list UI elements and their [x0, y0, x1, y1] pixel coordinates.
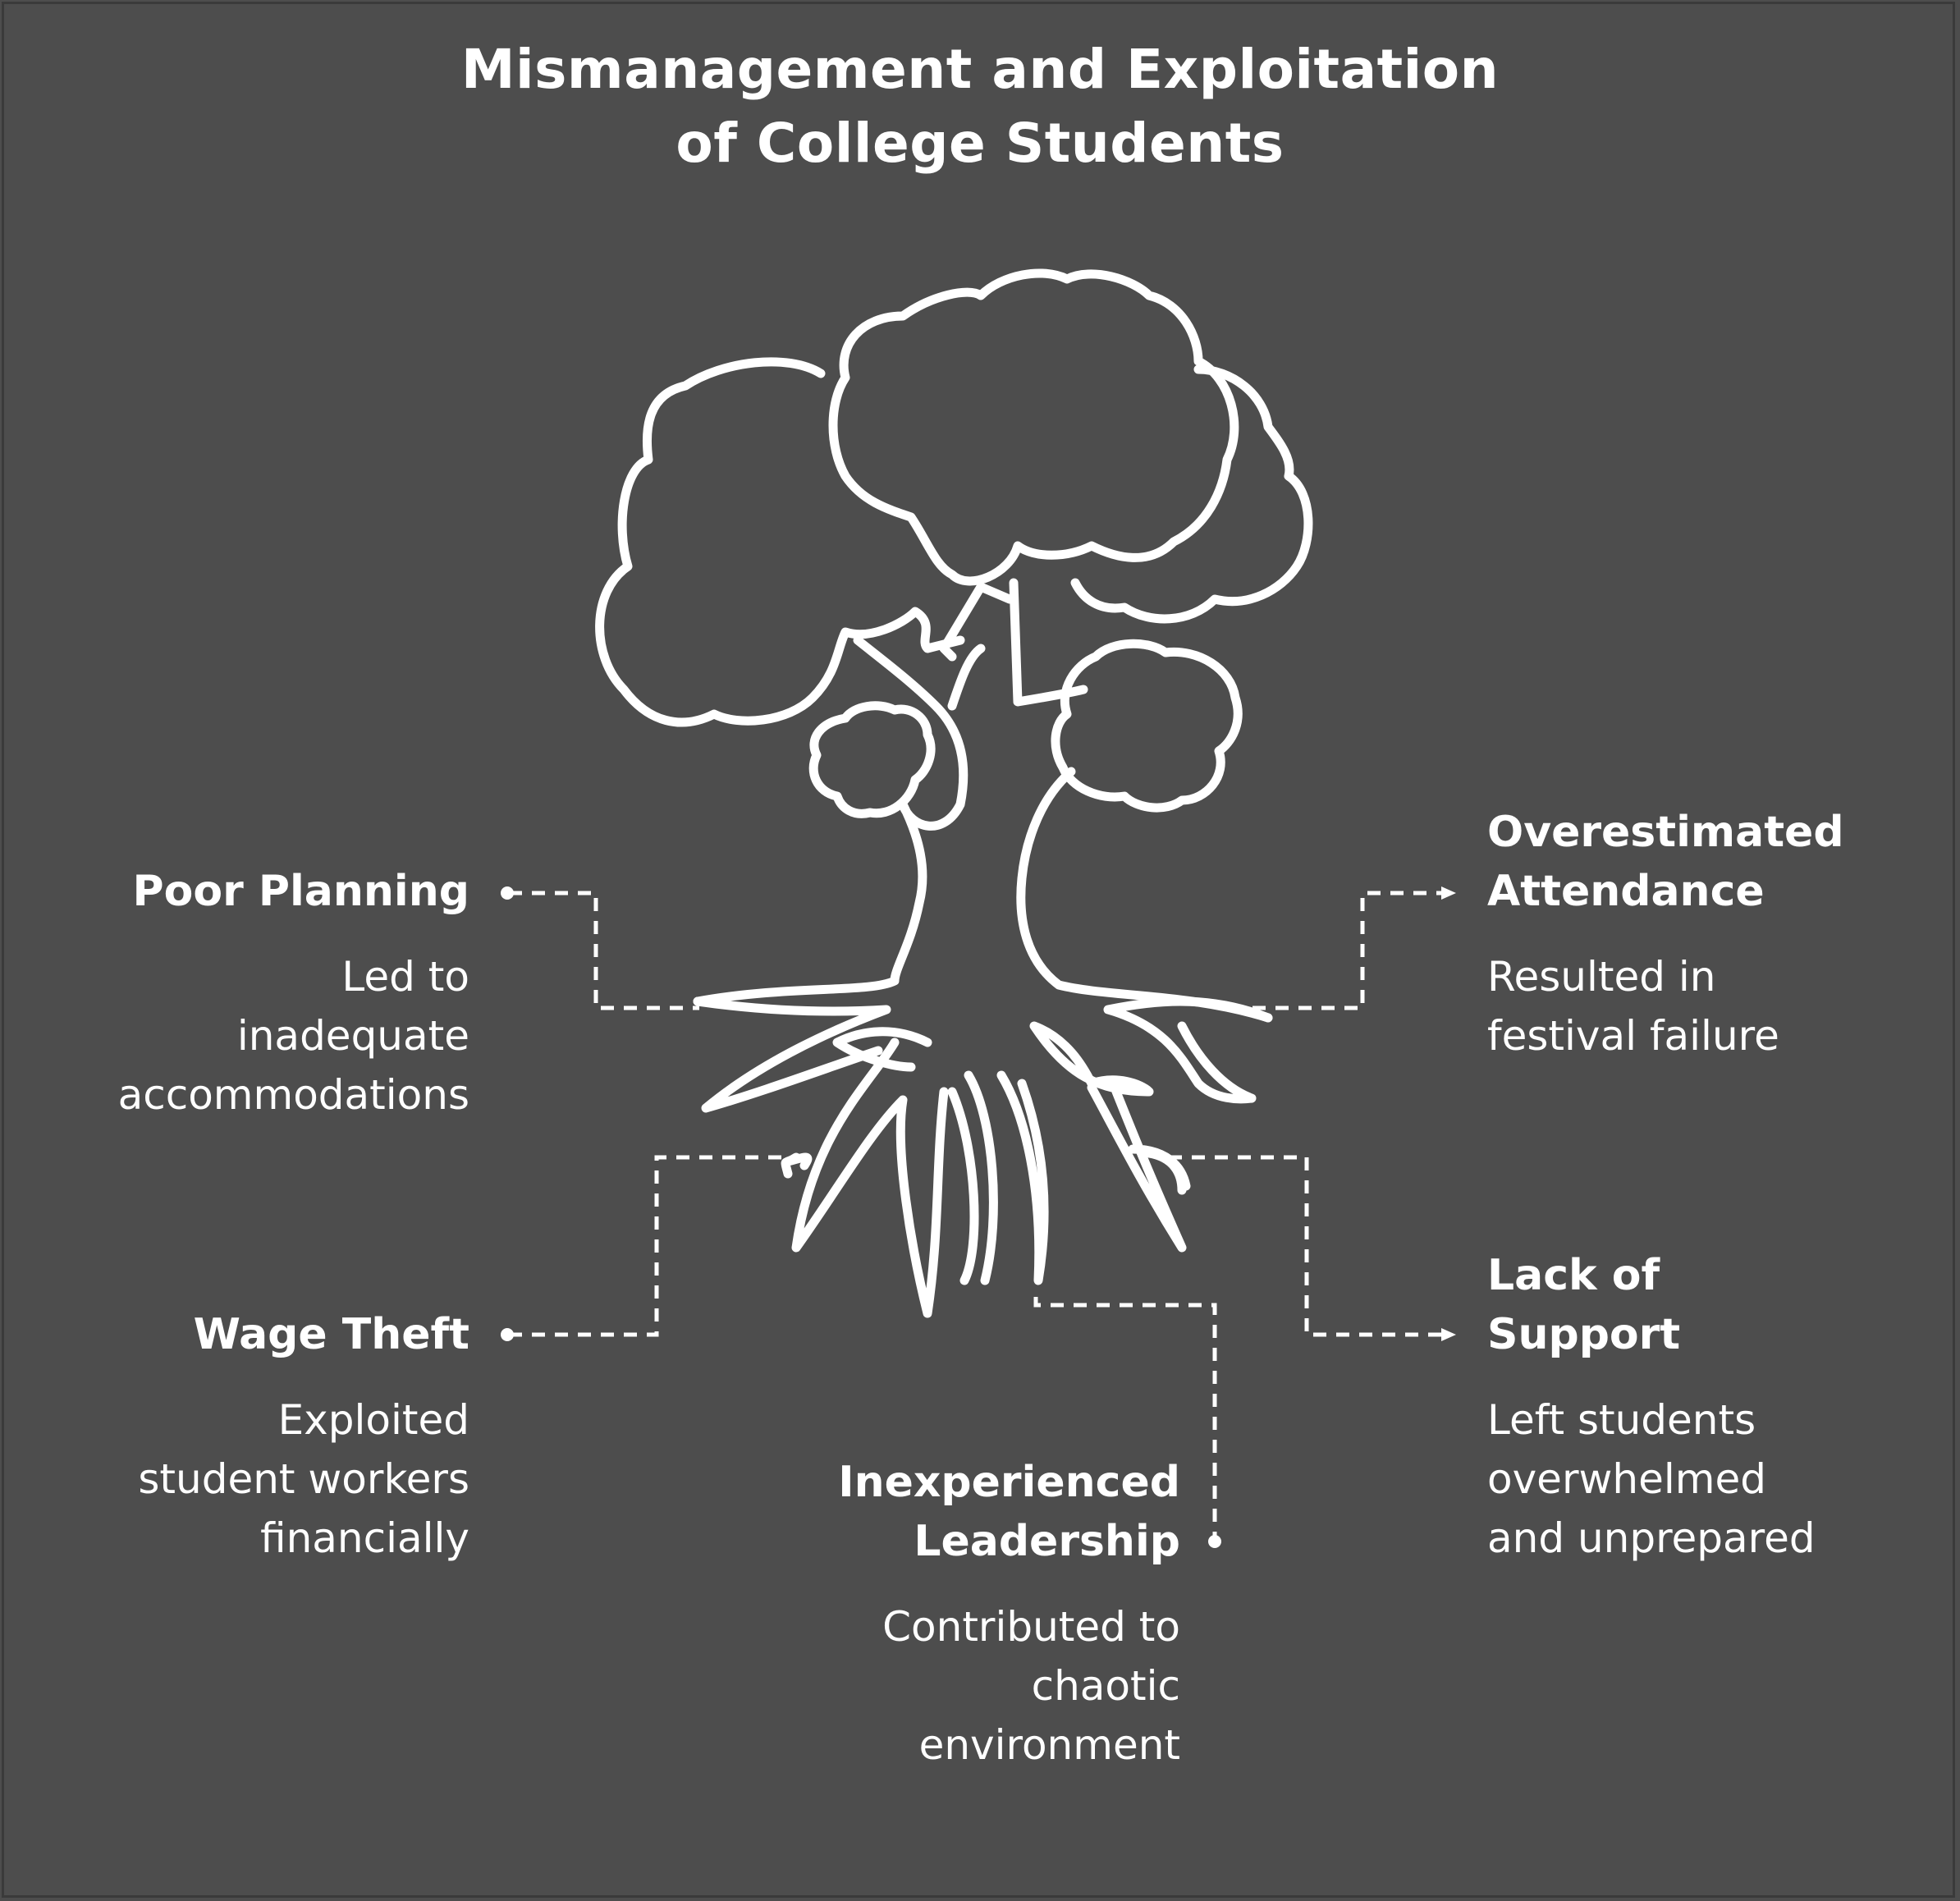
inexperienced-leadership-desc-line-3: environment	[918, 1721, 1180, 1769]
title-line-2: of College Students	[675, 112, 1285, 175]
overestimated-attendance-title-line-1: Overestimated	[1487, 808, 1844, 857]
item-overestimated-attendance: Overestimated Attendance Resulted in fes…	[1487, 803, 1930, 1065]
inexperienced-leadership-desc-line-1: Contributed to	[882, 1603, 1180, 1651]
dot-poor-planning	[501, 886, 514, 900]
canopy-center-icon	[828, 268, 1239, 586]
poor-planning-title: Poor Planning	[132, 867, 469, 916]
inexperienced-leadership-title: Inexperienced Leadership	[739, 1453, 1180, 1571]
lack-of-support-desc-line-3: and unprepared	[1487, 1514, 1816, 1562]
root-left-icon	[693, 996, 932, 1113]
root-sprouts-icon	[783, 1148, 1187, 1195]
dot-wage-theft	[501, 1328, 514, 1341]
wage-theft-desc-line-3: financially	[260, 1514, 469, 1562]
dot-inexperienced-leadership	[1208, 1535, 1221, 1548]
inexperienced-leadership-desc-line-2: chaotic	[1031, 1662, 1180, 1710]
connector-poor-planning	[509, 891, 699, 1010]
lack-of-support-desc-line-1: Left students	[1487, 1396, 1756, 1444]
root-lower-icon	[781, 1038, 1191, 1318]
overestimated-attendance-desc-line-1: Resulted in	[1487, 953, 1716, 1001]
tree-with-roots-icon	[595, 268, 1313, 1318]
wage-theft-desc-line-2: student workers	[138, 1455, 469, 1503]
inexperienced-leadership-desc: Contributed to chaotic environment	[739, 1597, 1180, 1775]
lack-of-support-desc-line-2: overwhelmed	[1487, 1455, 1766, 1503]
item-lack-of-support: Lack of Support Left students overwhelme…	[1487, 1246, 1930, 1568]
lack-of-support-title-line-1: Lack of	[1487, 1251, 1660, 1300]
trunk-left-icon	[693, 635, 969, 1006]
connector-endpoints	[501, 886, 1456, 1548]
connector-overestimated-attendance	[1252, 891, 1445, 1010]
lack-of-support-desc: Left students overwhelmed and unprepared	[1487, 1390, 1930, 1568]
connectors	[509, 891, 1445, 1541]
overestimated-attendance-title-line-2: Attendance	[1487, 867, 1765, 916]
item-inexperienced-leadership: Inexperienced Leadership Contributed to …	[739, 1453, 1180, 1775]
canopy-small-left-icon	[808, 701, 936, 818]
page-title: Mismanagement and Exploitation of Colleg…	[159, 33, 1801, 181]
item-wage-theft: Wage Theft Exploited student workers fin…	[49, 1305, 469, 1568]
poor-planning-desc-line-1: Led to	[341, 953, 469, 1001]
item-poor-planning: Poor Planning Led to inadequate accommod…	[49, 862, 469, 1125]
title-line-1: Mismanagement and Exploitation	[460, 38, 1500, 101]
inexperienced-leadership-title-line-2: Leadership	[914, 1517, 1180, 1566]
root-right-icon	[1029, 996, 1273, 1104]
canopy-left-icon	[595, 357, 965, 727]
overestimated-attendance-desc-line-2: festival failure	[1487, 1012, 1779, 1060]
connector-wage-theft	[509, 1155, 798, 1337]
arrow-lack-of-support-icon	[1441, 1328, 1456, 1341]
inexperienced-leadership-title-line-1: Inexperienced	[838, 1458, 1180, 1507]
poor-planning-desc-line-3: accommodations	[117, 1071, 469, 1119]
lack-of-support-title: Lack of Support	[1487, 1246, 1930, 1364]
branch-lines-icon	[939, 582, 1014, 711]
connector-inexperienced-leadership	[1033, 1297, 1217, 1541]
overestimated-attendance-title: Overestimated Attendance	[1487, 803, 1930, 921]
arrow-overestimated-attendance-icon	[1441, 886, 1456, 900]
wage-theft-title: Wage Theft	[193, 1310, 469, 1359]
poor-planning-desc-line-2: inadequate	[236, 1012, 469, 1060]
lack-of-support-title-line-2: Support	[1487, 1310, 1681, 1359]
wage-theft-desc-line-1: Exploited	[277, 1396, 469, 1444]
overestimated-attendance-desc: Resulted in festival failure	[1487, 947, 1930, 1065]
connector-lack-of-support	[1169, 1155, 1445, 1337]
poor-planning-desc: Led to inadequate accommodations	[49, 947, 469, 1125]
canopy-right-icon	[1070, 364, 1313, 624]
wage-theft-desc: Exploited student workers financially	[49, 1390, 469, 1568]
canopy-small-right-icon	[1051, 639, 1243, 813]
